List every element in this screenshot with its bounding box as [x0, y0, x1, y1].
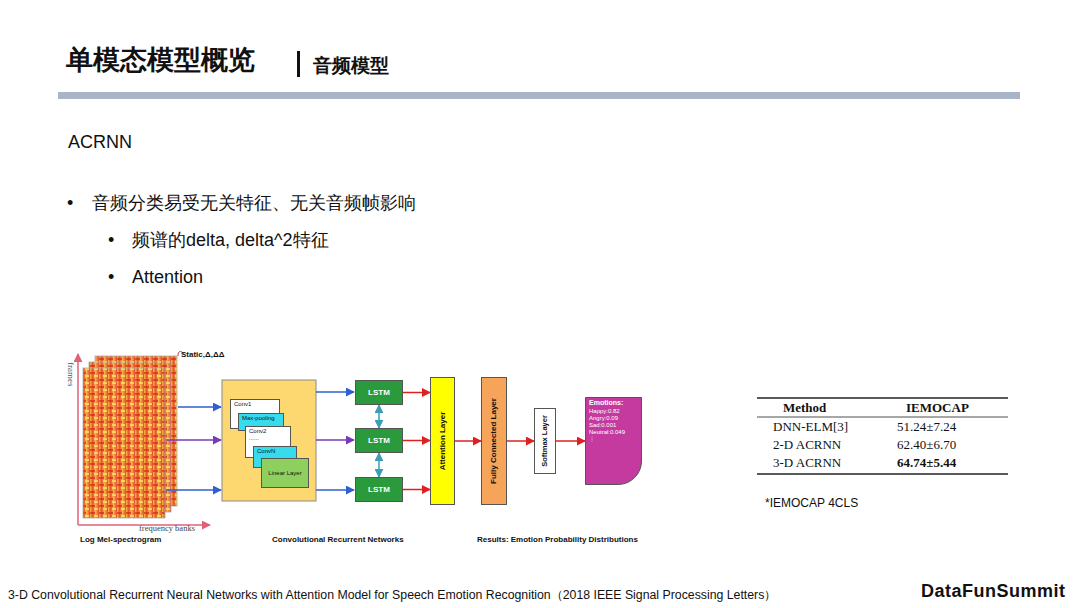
feature-arrow — [316, 489, 354, 491]
node-title: LSTM — [368, 436, 390, 445]
feature-arrow — [316, 439, 354, 441]
dense-layer: Fully Connected Layer — [481, 377, 507, 505]
header-rule — [58, 92, 1020, 99]
axis-label: frames — [66, 362, 76, 387]
node-text: Happy:0.82 — [589, 408, 638, 415]
lstm-cell: LSTM — [355, 428, 403, 453]
table-rule — [757, 397, 1008, 399]
node-title: ConvN — [257, 448, 293, 455]
input-arrow — [178, 406, 221, 408]
figure-caption: Log Mel-spectrogram — [80, 535, 161, 544]
table-rule — [757, 417, 1008, 418]
table-cell: 3-D ACRNN — [773, 456, 841, 471]
node-title: Linear Layer — [268, 470, 301, 477]
bullet: • — [108, 230, 114, 251]
input-arrow — [166, 439, 221, 441]
cnn-container — [222, 380, 316, 501]
lstm-cell: LSTM — [355, 477, 403, 502]
table-cell: 51.24±7.24 — [897, 420, 956, 435]
node-title: LSTM — [368, 388, 390, 397]
bullet: • — [67, 193, 73, 214]
linear-layer: Linear Layer — [261, 458, 309, 488]
softmax-layer: Softmax Layer — [534, 408, 556, 474]
table-cell: DNN-ELM[3] — [773, 420, 848, 435]
section-heading: ACRNN — [68, 132, 132, 153]
axis-label: frequency banks — [139, 524, 195, 534]
table-cell: 62.40±6.70 — [897, 438, 956, 453]
lstm-cell: LSTM — [355, 380, 403, 405]
table-note: *IEMOCAP 4CLS — [765, 497, 858, 511]
connector-arrow — [556, 440, 585, 442]
figure-caption: Results: Emotion Probability Distributio… — [477, 535, 638, 544]
node-text: Sad:0.001 — [589, 422, 638, 429]
attention-layer: Attention Layer — [430, 377, 455, 505]
node-title: Fully Connected Layer — [489, 398, 498, 484]
table-header: Method — [783, 401, 826, 416]
node-title: Conv1 — [234, 401, 276, 408]
title-separator — [297, 51, 300, 77]
node-title: Conv2 — [249, 428, 287, 435]
node-title: Emotions: — [589, 399, 638, 407]
table-cell: 64.74±5.44 — [897, 456, 956, 471]
bullet-text: 音频分类易受无关特征、无关音频帧影响 — [92, 193, 416, 214]
subtitle: 音频模型 — [313, 55, 389, 77]
connector-arrow — [403, 440, 430, 442]
bullet: • — [108, 267, 114, 288]
connector-arrow — [455, 440, 481, 442]
bullet-text: 频谱的delta, delta^2特征 — [132, 230, 329, 251]
output-box: Emotions:Happy:0.82Angry:0.09Sad:0.001Ne… — [585, 397, 642, 485]
table-rule — [757, 473, 1008, 475]
node-title: Max-pooling — [242, 415, 280, 422]
connector-arrow — [378, 453, 380, 477]
node-text: ...... — [249, 435, 287, 442]
axis — [77, 354, 79, 525]
connector-arrow — [507, 440, 534, 442]
figure-caption: Convolutional Recurrent Networks — [272, 535, 404, 544]
input-note: Static,Δ,ΔΔ — [181, 350, 224, 359]
node-title: Attention Layer — [438, 412, 447, 471]
node-text: Neutral:0.049 — [589, 429, 638, 436]
bullet-text: Attention — [132, 267, 203, 288]
feature-arrow — [316, 391, 354, 393]
connector-arrow — [403, 489, 430, 491]
slide-title: 单模态模型概览 — [66, 45, 255, 76]
brand-logo: DataFunSummit — [921, 581, 1066, 602]
table-cell: 2-D ACRNN — [773, 438, 841, 453]
spectrogram — [83, 351, 184, 518]
connector-arrow — [403, 392, 430, 394]
input-arrow — [166, 489, 221, 491]
reference-footer: 3-D Convolutional Recurrent Neural Netwo… — [8, 588, 776, 602]
node-text: Angry:0.09 — [589, 415, 638, 422]
connector-arrow — [378, 405, 380, 428]
node-title: Softmax Layer — [541, 415, 550, 467]
node-title: LSTM — [368, 485, 390, 494]
table-header: IEMOCAP — [906, 401, 969, 416]
node-text: ⋮ — [589, 436, 638, 443]
